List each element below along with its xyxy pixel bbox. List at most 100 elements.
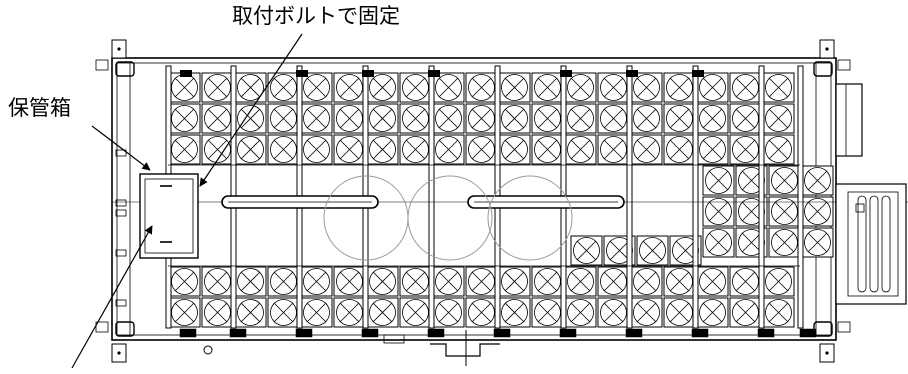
side-tab [837,321,851,333]
cell-cross [807,232,828,253]
bottom-mount [799,328,817,338]
cell-cross [174,302,195,323]
cell-cross [207,139,228,160]
cell-circle [237,74,264,101]
cell-circle [501,74,528,101]
cell-cross [174,77,195,98]
cell-cross [636,139,657,160]
top-mount [428,70,440,77]
cell-circle [435,268,462,295]
bottom-mount [295,328,313,338]
cell-cross [504,139,525,160]
cell-cross [537,108,558,129]
cell-circle [633,268,660,295]
cell-cross [735,271,756,292]
cell-cross [405,108,426,129]
cell-circle [435,74,462,101]
cell-cross [768,271,789,292]
cell-circle [303,268,330,295]
top-mount [626,70,638,77]
cell-cross [471,139,492,160]
cell-circle [804,167,831,194]
leader-bottom [71,225,153,369]
cell-cross [372,271,393,292]
cell [702,227,735,258]
cell-cross [207,77,228,98]
top-mount [692,70,704,77]
cell-circle [573,237,600,264]
cell-circle [567,74,594,101]
cell-cross [669,139,690,160]
cell-cross [306,77,327,98]
cell-cross [741,232,762,253]
leader-arrows [71,33,303,369]
wall-fitting [115,209,127,217]
leader-storage-box [91,125,151,171]
cell-circle [705,198,732,225]
vertical-beam [428,65,435,329]
cell-cross [438,139,459,160]
cell-cross [372,108,393,129]
cell-cross [339,302,360,323]
cell-cross [708,201,729,222]
vertical-beam [692,65,699,329]
cell-circle [765,136,792,163]
cell-circle [699,299,726,326]
cell-cross [570,108,591,129]
cell-cross [438,271,459,292]
cell [465,266,498,297]
cell-circle [567,136,594,163]
cell-cross [339,108,360,129]
cell-circle [699,136,726,163]
lug-hole [825,47,829,51]
side-unit-tube [869,195,879,293]
wall-fitting [115,299,127,307]
cell-circle [369,136,396,163]
cell-cross [405,77,426,98]
wall-fitting [115,249,127,257]
cell-cross [636,108,657,129]
cell [300,297,333,328]
cell-cross [372,139,393,160]
cell-cross [240,77,261,98]
bottom-mount [691,328,709,338]
cell-cross [768,302,789,323]
wall-fitting [115,149,127,157]
cell-circle [369,268,396,295]
cell-cross [636,77,657,98]
cell-cross [570,77,591,98]
cell-cross [708,232,729,253]
bottom-mount [179,328,197,338]
side-tab [95,59,109,71]
cell-cross [603,302,624,323]
circular-openings [323,175,573,261]
cell-circle [705,229,732,256]
cell-cross [438,108,459,129]
cell-circle [435,136,462,163]
cell-circle [633,105,660,132]
cell-cross [207,108,228,129]
cell-circle [633,299,660,326]
bottom-mount [493,328,511,338]
cell-circle [705,167,732,194]
side-unit-inner [847,191,899,297]
cell-circle [303,105,330,132]
cell-cross [273,77,294,98]
lug-hole [117,351,121,355]
cell-cross [405,271,426,292]
side-unit-tube [857,195,867,293]
storage-box [139,173,199,259]
vertical-beam [626,65,633,329]
bolt-fixing-label: 取付ボルトで固定 [232,4,400,28]
cell-cross [735,77,756,98]
side-tab [837,59,851,71]
cell-circle [303,299,330,326]
cell-cross [273,302,294,323]
cell-circle [237,105,264,132]
cell-cross [702,108,723,129]
bottom-mount [757,328,775,338]
side-unit-bottom [835,183,907,305]
cell-cross [669,108,690,129]
cell-circle [369,74,396,101]
